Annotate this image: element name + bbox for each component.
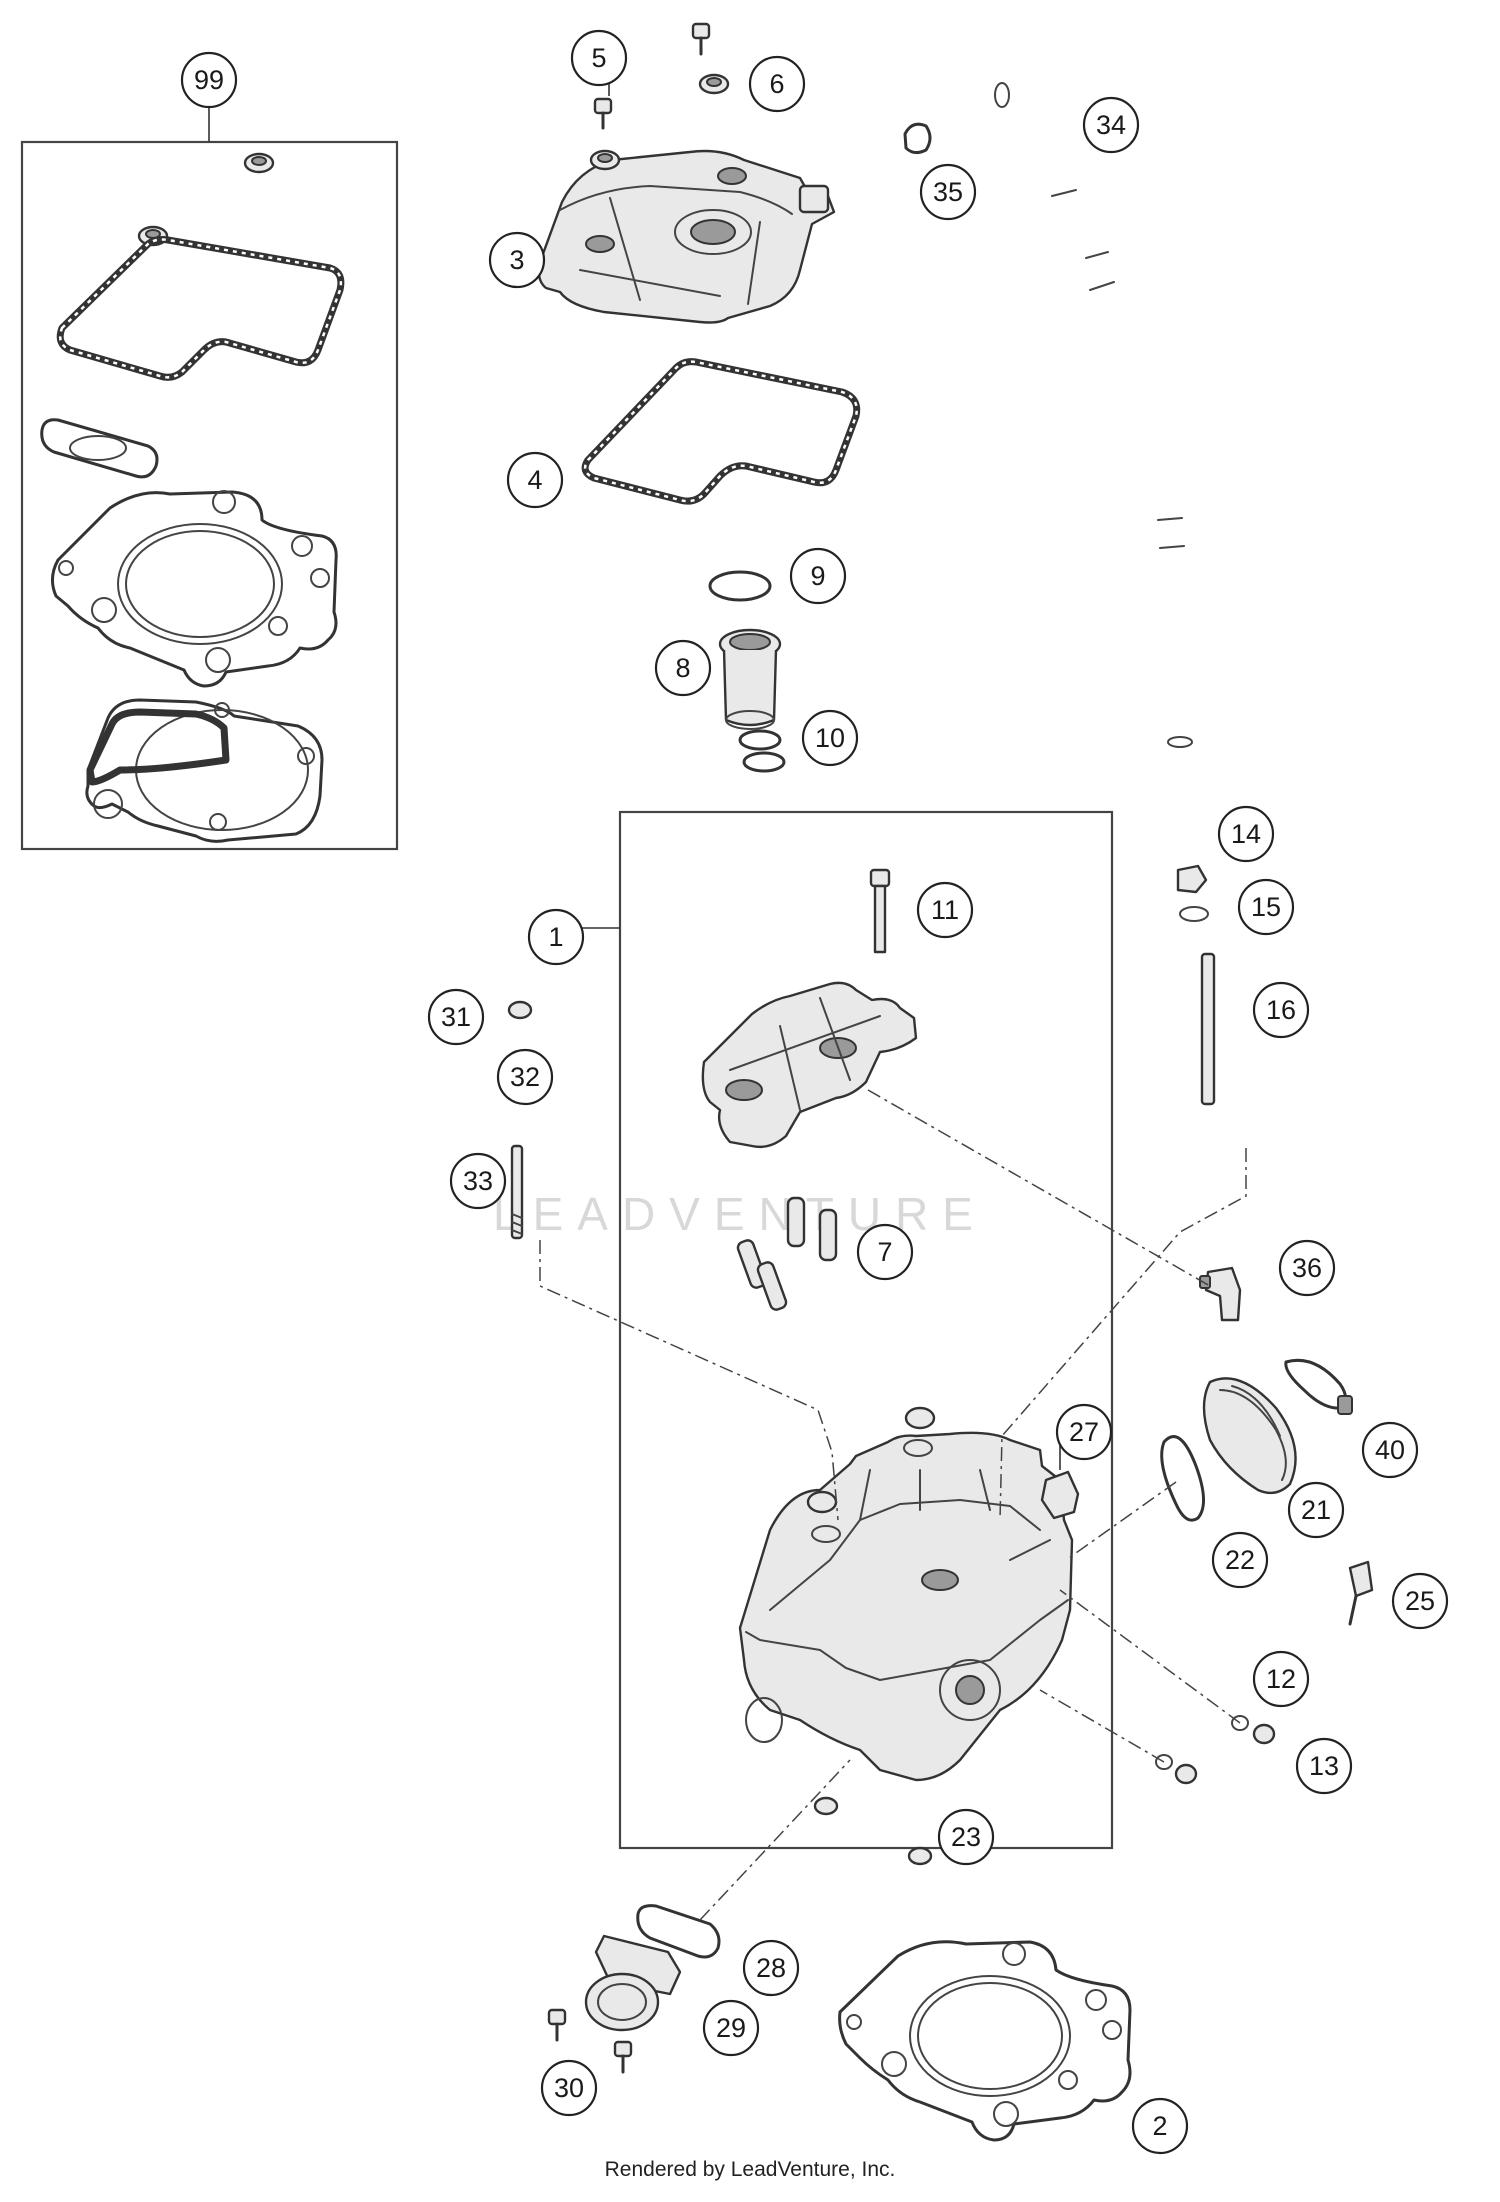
callout-32: 32	[496, 1048, 554, 1106]
callout-8: 8	[654, 639, 712, 697]
camshaft-carrier	[701, 868, 918, 1149]
svg-text:25: 25	[1405, 1586, 1435, 1616]
gasket-kit-box	[20, 102, 399, 851]
svg-text:10: 10	[815, 723, 845, 753]
callout-9: 9	[789, 547, 847, 605]
callout-30: 30	[540, 2059, 598, 2117]
callout-21: 21	[1287, 1481, 1345, 1539]
svg-text:33: 33	[463, 1166, 493, 1196]
head-gasket	[838, 1940, 1132, 2142]
svg-text:4: 4	[527, 465, 542, 495]
cylinder-head-box	[578, 810, 1114, 1850]
svg-text:9: 9	[810, 561, 825, 591]
svg-text:2: 2	[1152, 2111, 1167, 2141]
callout-4: 4	[506, 451, 564, 509]
svg-text:99: 99	[194, 65, 224, 95]
callout-34: 34	[1082, 96, 1140, 154]
svg-text:32: 32	[510, 1062, 540, 1092]
footer-credit: Rendered by LeadVenture, Inc.	[604, 2158, 896, 2181]
svg-text:29: 29	[716, 2013, 746, 2043]
callout-5: 5	[570, 29, 628, 87]
callout-36: 36	[1278, 1239, 1336, 1297]
spark-plug-tube-parts	[708, 570, 786, 773]
svg-text:1: 1	[548, 922, 563, 952]
assembly-lines	[539, 1089, 1247, 1921]
exhaust-flange-parts	[547, 1904, 721, 2074]
svg-text:31: 31	[441, 1002, 471, 1032]
svg-text:5: 5	[591, 43, 606, 73]
valve-lifters	[736, 1196, 838, 1311]
svg-text:21: 21	[1301, 1495, 1331, 1525]
callout-25: 25	[1391, 1572, 1449, 1630]
callout-29: 29	[702, 1999, 760, 2057]
svg-text:22: 22	[1225, 1545, 1255, 1575]
callout-3: 3	[488, 231, 546, 289]
callout-99: 99	[180, 51, 238, 109]
valve-cover-gasket	[581, 358, 861, 505]
svg-text:7: 7	[877, 1237, 892, 1267]
callout-33: 33	[449, 1152, 507, 1210]
svg-text:16: 16	[1266, 995, 1296, 1025]
watermark-text: LEADVENTURE	[493, 1188, 987, 1240]
callout-31: 31	[427, 988, 485, 1046]
svg-text:40: 40	[1375, 1435, 1405, 1465]
svg-text:28: 28	[756, 1953, 786, 1983]
callout-13: 13	[1295, 1737, 1353, 1795]
svg-text:6: 6	[769, 69, 784, 99]
sensor-part	[1199, 1266, 1242, 1322]
callout-35: 35	[919, 163, 977, 221]
callout-40: 40	[1361, 1421, 1419, 1479]
intake-side-parts	[1040, 1358, 1374, 1785]
callout-10: 10	[801, 709, 859, 767]
callout-7: 7	[856, 1223, 914, 1281]
callout-6: 6	[748, 55, 806, 113]
svg-text:30: 30	[554, 2073, 584, 2103]
callout-11: 11	[916, 881, 974, 939]
svg-text:3: 3	[509, 245, 524, 275]
svg-text:12: 12	[1266, 1664, 1296, 1694]
svg-text:11: 11	[931, 895, 959, 925]
callout-12: 12	[1252, 1650, 1310, 1708]
callout-27: 27	[1055, 1403, 1113, 1461]
callout-16: 16	[1252, 981, 1310, 1039]
svg-text:13: 13	[1309, 1751, 1339, 1781]
svg-text:27: 27	[1069, 1417, 1099, 1447]
svg-text:36: 36	[1292, 1253, 1322, 1283]
breather-hose	[903, 82, 1193, 751]
svg-text:14: 14	[1231, 819, 1261, 849]
callout-1: 1	[527, 908, 585, 966]
right-stud-parts	[1176, 864, 1216, 1106]
svg-text:15: 15	[1251, 892, 1281, 922]
callout-15: 15	[1237, 878, 1295, 936]
cylinder-head	[738, 1406, 1074, 1866]
cover-bolts	[589, 22, 730, 171]
callout-28: 28	[742, 1939, 800, 1997]
svg-text:23: 23	[951, 1822, 981, 1852]
callout-22: 22	[1211, 1531, 1269, 1589]
callout-2: 2	[1131, 2097, 1189, 2155]
callout-23: 23	[937, 1808, 995, 1866]
svg-text:8: 8	[675, 653, 690, 683]
valve-cover	[537, 149, 836, 324]
callout-14: 14	[1217, 805, 1275, 863]
svg-text:35: 35	[933, 177, 963, 207]
svg-text:34: 34	[1096, 110, 1126, 140]
